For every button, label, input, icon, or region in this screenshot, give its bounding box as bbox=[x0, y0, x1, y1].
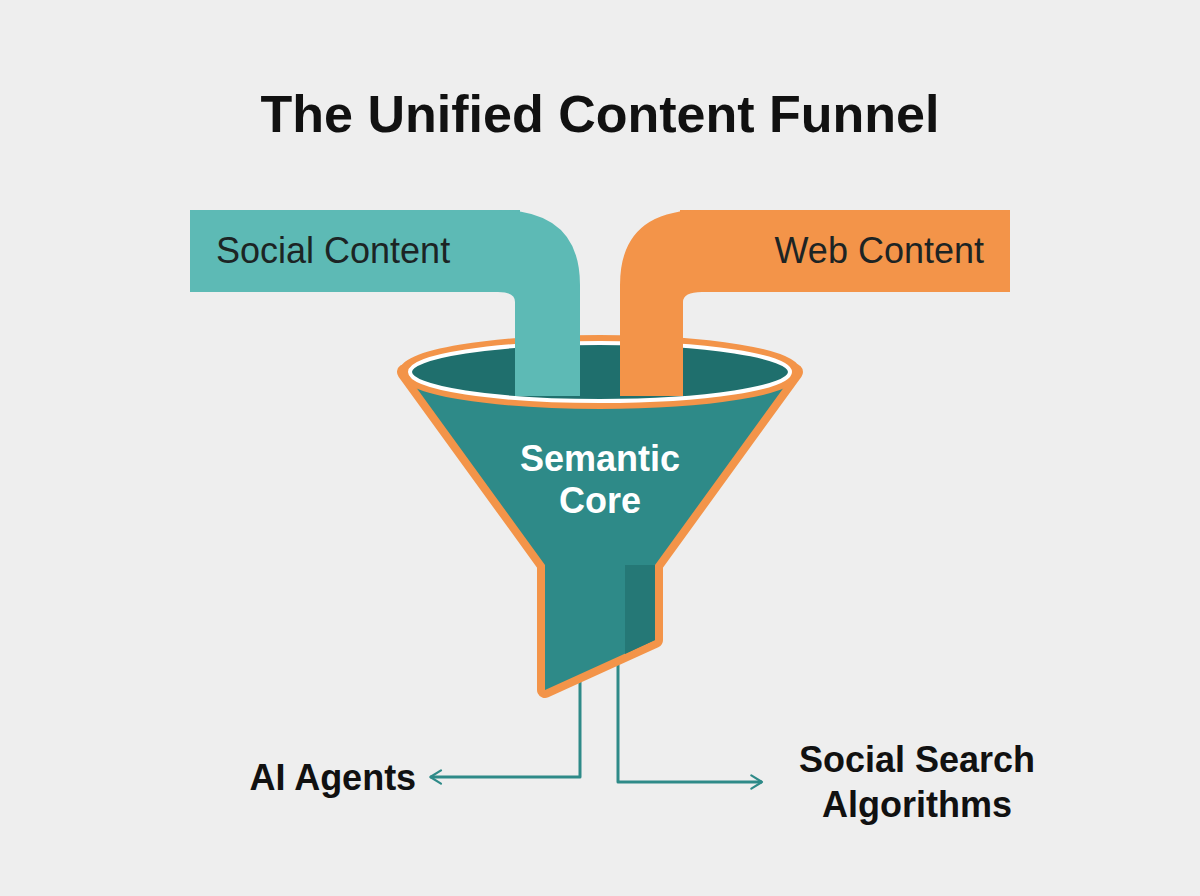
funnel-rim-outer bbox=[404, 340, 796, 404]
diagram-title: The Unified Content Funnel bbox=[0, 84, 1200, 144]
node-label: Social Search Algorithms bbox=[776, 737, 1058, 827]
funnel-mouth bbox=[410, 343, 790, 401]
funnel-body bbox=[405, 372, 795, 690]
node-label: AI Agents bbox=[249, 755, 416, 800]
node-label: Web Content bbox=[680, 210, 984, 292]
funnel-border bbox=[405, 372, 795, 690]
output-label: AI Agents bbox=[245, 753, 420, 802]
node-label: Social Content bbox=[216, 210, 520, 292]
pipe-bend bbox=[620, 210, 702, 396]
source-pipe: Web Content bbox=[680, 210, 1010, 292]
output-label: Social Search Algorithms bbox=[772, 735, 1062, 829]
funnel-shape: Semantic Core bbox=[395, 335, 805, 690]
flow-arrow bbox=[618, 657, 762, 782]
pipe-bend bbox=[498, 210, 580, 396]
spout-shade bbox=[625, 565, 655, 654]
node-label: Semantic Core bbox=[490, 438, 710, 523]
source-pipe: Social Content bbox=[190, 210, 520, 292]
